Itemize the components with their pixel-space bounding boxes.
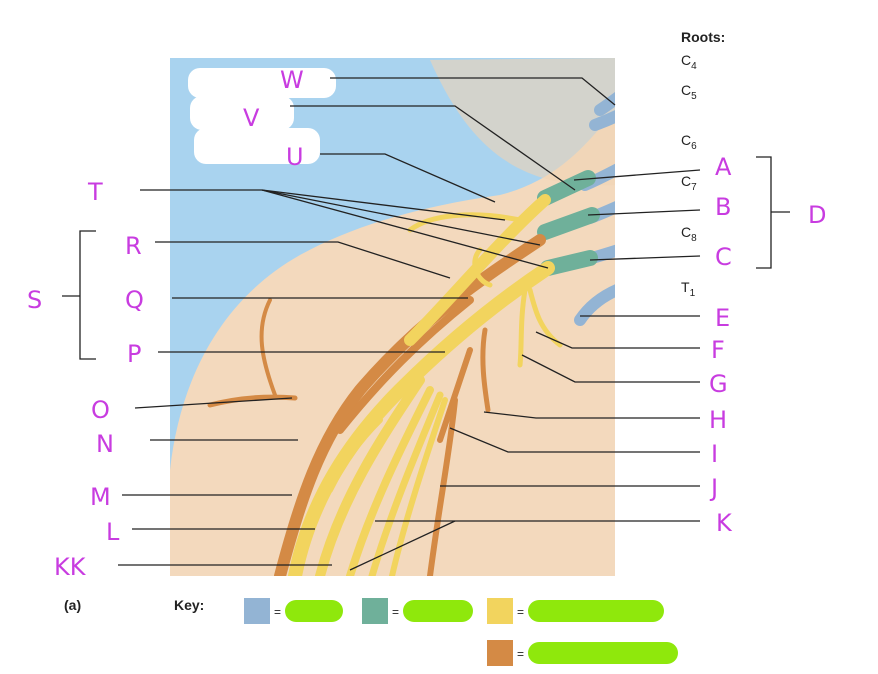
posterior-cords — [288, 194, 563, 576]
key-roots: = — [244, 598, 343, 624]
neck-skin — [430, 58, 615, 186]
label-d: D — [808, 201, 826, 229]
label-n: N — [96, 430, 114, 458]
label-w: W — [280, 66, 304, 94]
swatch-trunks — [362, 598, 388, 624]
handwritten-labels-right: A B C E F G H I J K D — [709, 153, 826, 537]
root-t1: T1 — [681, 279, 696, 299]
swatch-roots — [244, 598, 270, 624]
root-c5: C5 — [681, 82, 697, 102]
label-b: B — [715, 193, 731, 221]
bracket-right — [756, 156, 790, 269]
key-label: Key: — [174, 597, 204, 613]
root-c6: C6 — [681, 132, 697, 152]
handwritten-labels-left: W V U T R Q P O N M L KK S — [27, 66, 304, 581]
label-j: J — [709, 474, 718, 502]
answer-mask-roots — [285, 600, 343, 622]
label-r: R — [125, 232, 142, 260]
answer-mask-posterior — [528, 600, 664, 622]
label-a: A — [715, 153, 732, 181]
label-g: G — [709, 370, 728, 398]
equals-roots: = — [274, 605, 281, 619]
illustration-panel — [170, 58, 615, 576]
label-o: O — [91, 396, 110, 424]
key-anterior: = — [487, 640, 678, 666]
answer-mask-trunks — [403, 600, 473, 622]
label-l: L — [106, 518, 120, 546]
answer-mask-anterior — [528, 642, 678, 664]
leader-lines — [118, 77, 701, 571]
swatch-anterior — [487, 640, 513, 666]
label-p: P — [127, 340, 141, 368]
label-i: I — [711, 440, 718, 468]
label-f: F — [711, 336, 725, 364]
root-labels: C4 C5 C6 C7 C8 T1 — [681, 52, 697, 299]
key-posterior: = — [487, 598, 664, 624]
swatch-posterior — [487, 598, 513, 624]
label-m: M — [90, 483, 111, 511]
shoulder-skin — [170, 110, 615, 576]
label-v: V — [243, 104, 260, 132]
panel-label: (a) — [64, 597, 81, 613]
label-t: T — [87, 178, 103, 206]
roots-title: Roots: — [681, 29, 725, 45]
label-h: H — [709, 406, 727, 434]
label-kk: KK — [54, 553, 87, 581]
anterior-cords — [207, 234, 546, 576]
label-e: E — [715, 304, 730, 332]
label-s: S — [27, 286, 42, 314]
label-q: Q — [125, 286, 144, 314]
equals-anterior: = — [517, 647, 524, 661]
equals-trunks: = — [392, 605, 399, 619]
label-k: K — [716, 509, 733, 537]
equals-posterior: = — [517, 605, 524, 619]
root-c7: C7 — [681, 173, 697, 193]
answer-masks — [188, 68, 336, 164]
nerve-trunks — [537, 170, 600, 276]
key-trunks: = — [362, 598, 473, 624]
root-c8: C8 — [681, 224, 697, 244]
label-u: U — [286, 143, 304, 171]
bracket-left — [62, 230, 96, 360]
label-c: C — [715, 243, 732, 271]
root-c4: C4 — [681, 52, 697, 72]
